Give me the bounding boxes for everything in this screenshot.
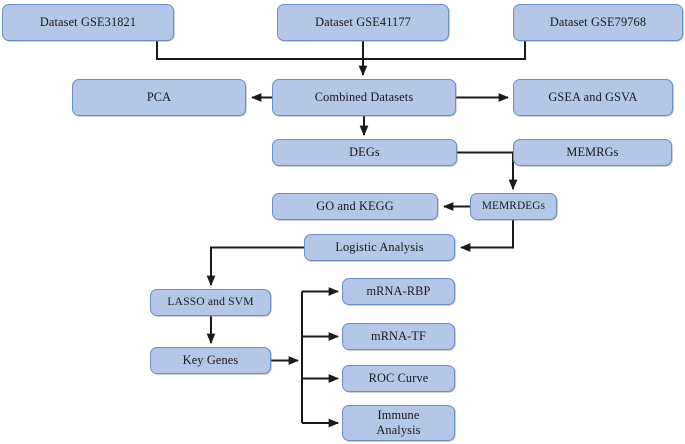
node-label: MEMRGs [566,145,619,159]
node-lasso-and-svm[interactable]: LASSO and SVM [150,289,271,316]
node-gsea-and-gsva[interactable]: GSEA and GSVA [513,79,673,116]
node-key-genes[interactable]: Key Genes [150,347,271,374]
node-label: GO and KEGG [316,199,394,213]
node-immune-analysis[interactable]: Immune Analysis [342,405,455,441]
node-label: Dataset GSE31821 [39,15,137,29]
node-label: Logistic Analysis [335,240,424,254]
node-label: Key Genes [182,353,239,367]
node-label: DEGs [349,145,380,159]
node-label: ROC Curve [368,371,429,385]
node-label: PCA [146,90,172,104]
node-mrna-tf[interactable]: mRNA-TF [342,323,455,350]
node-label: GSEA and GSVA [548,90,638,104]
node-label: mRNA-TF [370,329,427,343]
node-label: mRNA-RBP [366,284,431,298]
node-dataset-gse41177[interactable]: Dataset GSE41177 [277,4,449,41]
node-label: MEMRDEGs [481,199,546,212]
node-logistic-analysis[interactable]: Logistic Analysis [304,234,455,261]
node-memrgs[interactable]: MEMRGs [513,139,672,166]
node-roc-curve[interactable]: ROC Curve [342,365,455,392]
node-label: Combined Datasets [314,90,414,104]
edge-logistic-lasso [206,246,304,287]
node-label: LASSO and SVM [167,295,254,309]
node-combined-datasets[interactable]: Combined Datasets [272,79,456,116]
node-mrna-rbp[interactable]: mRNA-RBP [342,278,455,305]
node-pca[interactable]: PCA [72,79,246,116]
edge-datasets-bus [156,41,526,60]
node-label: Dataset GSE79768 [549,15,647,29]
node-memrdegs[interactable]: MEMRDEGs [470,193,557,220]
node-go-and-kegg[interactable]: GO and KEGG [272,193,438,220]
node-label: Immune Analysis [376,408,421,437]
edge-memrdegs-logistic [459,220,514,252]
node-dataset-gse79768[interactable]: Dataset GSE79768 [513,4,683,41]
node-label: Dataset GSE41177 [315,15,411,29]
node-dataset-gse31821[interactable]: Dataset GSE31821 [2,4,174,41]
node-degs[interactable]: DEGs [272,139,457,166]
